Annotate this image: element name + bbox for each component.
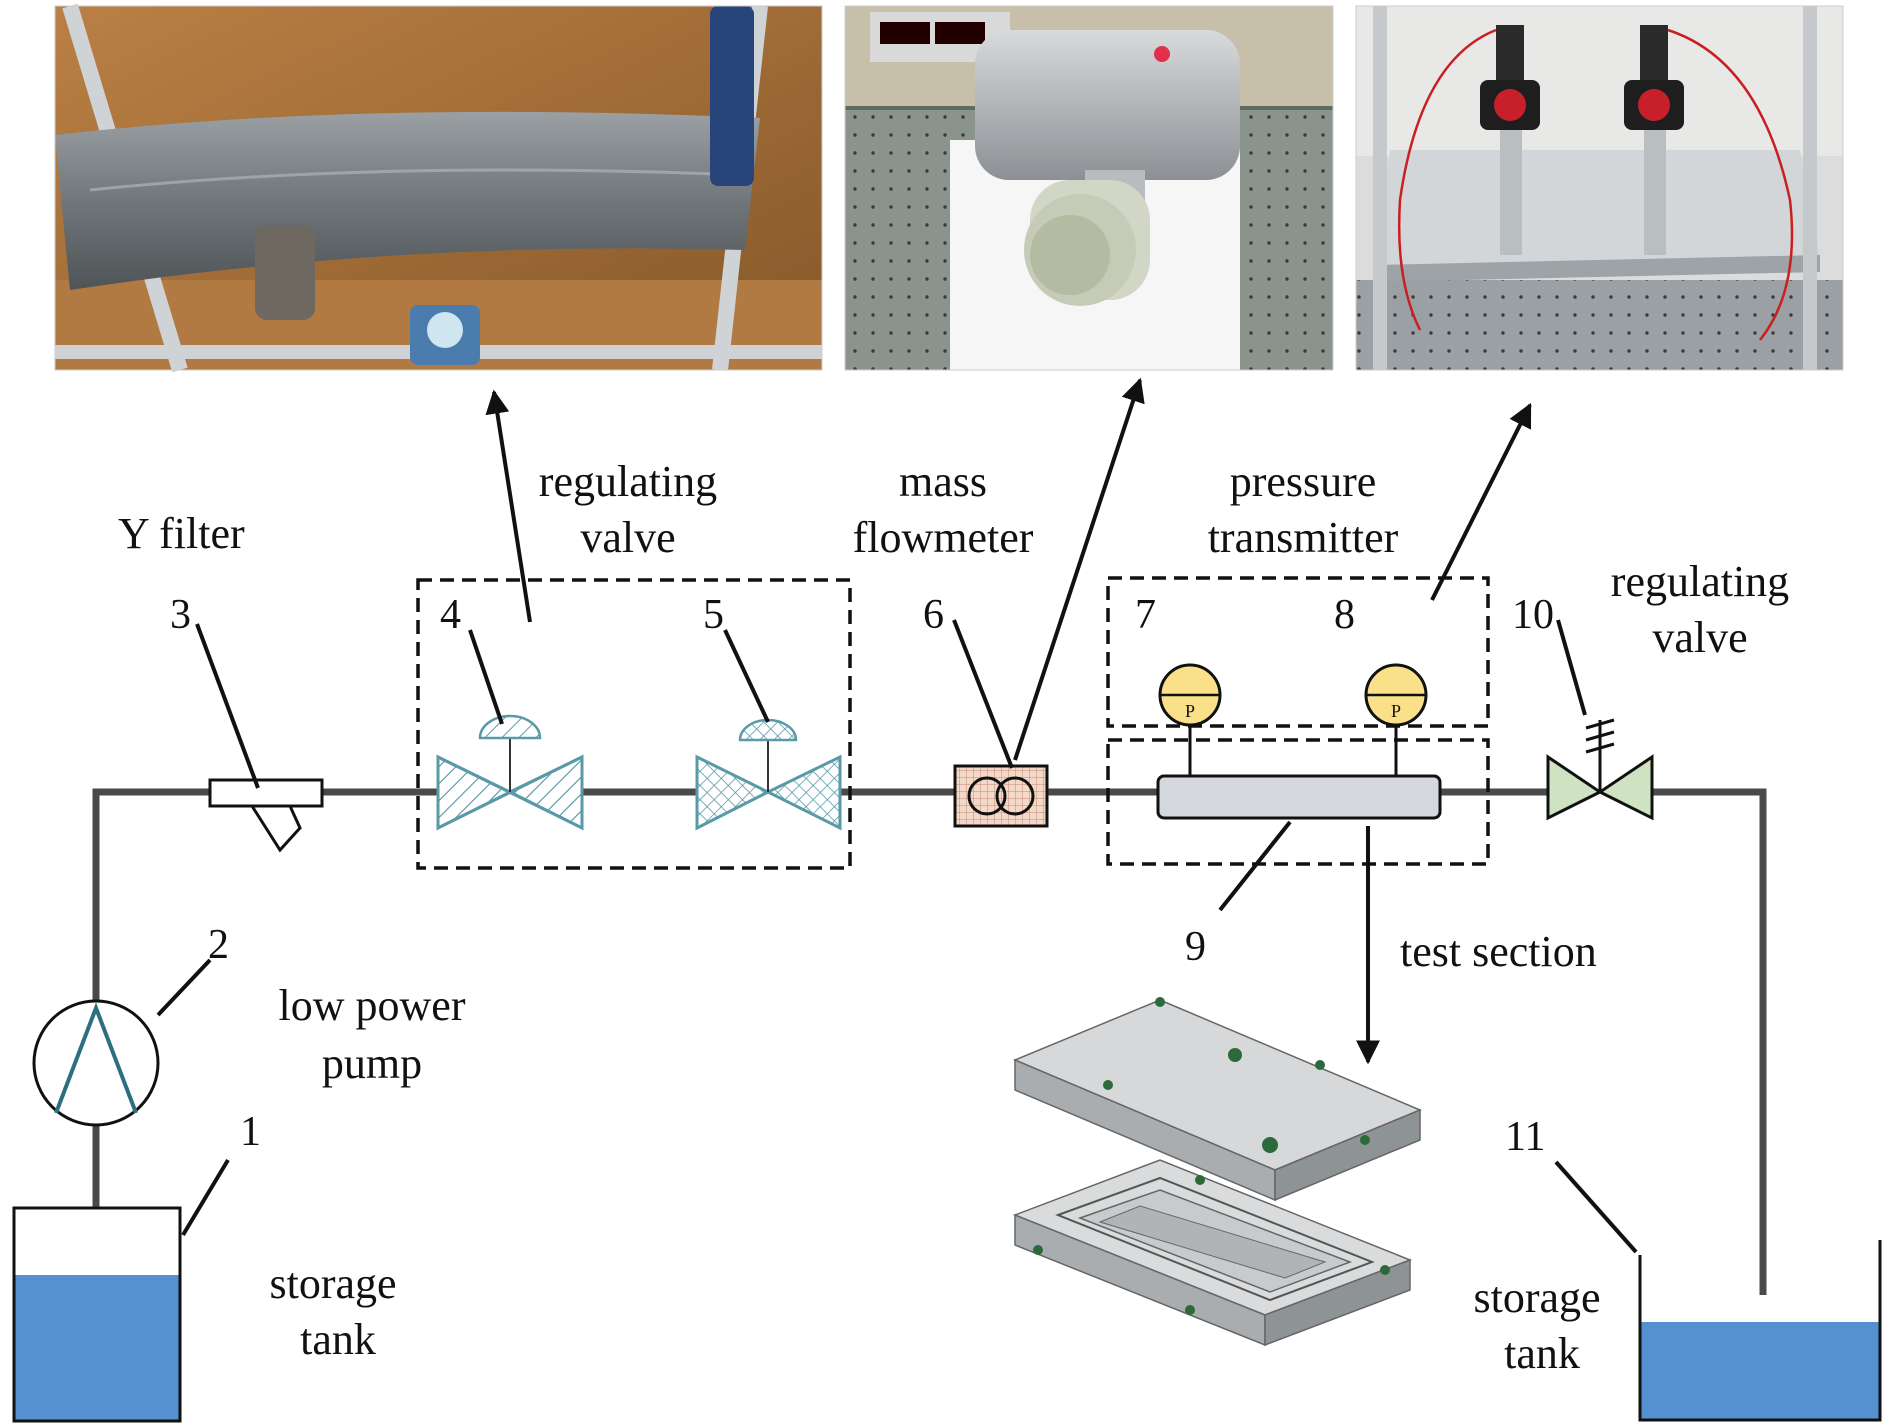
mass-flowmeter — [953, 764, 1049, 828]
leader-1 — [181, 1158, 230, 1237]
number-2: 2 — [208, 922, 229, 968]
label-pressure-transmitter-line2: transmitter — [1208, 513, 1399, 562]
number-11: 11 — [1505, 1114, 1545, 1160]
test-section — [1156, 774, 1442, 820]
test-section-3d-model — [1012, 997, 1422, 1347]
mass-flowmeter-photo — [845, 6, 1333, 370]
valves-group-box — [416, 578, 852, 870]
number-5: 5 — [703, 592, 724, 638]
arrow-to-flowmeter-photo — [1013, 377, 1145, 761]
low-power-pump — [32, 999, 160, 1127]
number-1: 1 — [240, 1109, 261, 1155]
leader-4 — [468, 629, 504, 725]
pipe-line — [92, 788, 1767, 1295]
test-section-group-box — [1106, 738, 1490, 866]
label-regulating-valve-top-line1: regulating — [539, 457, 717, 506]
storage-tank-right — [1638, 1240, 1882, 1422]
leader-5 — [723, 629, 770, 723]
number-9: 9 — [1185, 924, 1206, 970]
regulating-valve-5 — [695, 718, 842, 831]
number-10: 10 — [1512, 592, 1554, 638]
arrow-to-transmitter-photo — [1430, 402, 1532, 601]
label-regulating-valve-right-line1: regulating — [1611, 557, 1789, 606]
leader-6 — [952, 619, 1014, 769]
label-mass-flowmeter-line2: flowmeter — [853, 513, 1034, 562]
regulating-valve-4 — [436, 714, 584, 831]
number-8: 8 — [1334, 592, 1355, 638]
leader-10 — [1556, 619, 1587, 716]
component-numbers: 1 2 3 4 5 6 7 8 9 10 11 — [170, 592, 1554, 1160]
label-pressure-transmitter-line1: pressure — [1230, 457, 1377, 506]
label-storage-tank-right-line1: storage — [1473, 1273, 1600, 1322]
leader-9 — [1218, 820, 1292, 912]
storage-tank-left — [12, 1206, 182, 1423]
label-low-power-pump-line2: pump — [322, 1039, 422, 1088]
number-4: 4 — [440, 592, 461, 638]
label-storage-tank-left-line1: storage — [269, 1259, 396, 1308]
label-mass-flowmeter-line1: mass — [899, 457, 987, 506]
number-7: 7 — [1135, 592, 1156, 638]
pressure-symbol: P — [1391, 701, 1401, 721]
pressure-transmitter-group-box — [1106, 576, 1490, 728]
pipe-valve-photo — [55, 3, 822, 373]
leader-2 — [156, 958, 212, 1017]
y-filter — [208, 778, 324, 853]
number-3: 3 — [170, 592, 191, 638]
number-6: 6 — [923, 592, 944, 638]
label-regulating-valve-right-line2: valve — [1652, 613, 1747, 662]
label-low-power-pump-line1: low power — [279, 981, 466, 1030]
pressure-gauge-7: P — [1158, 663, 1222, 776]
regulating-valve-10 — [1546, 718, 1654, 821]
pressure-gauge-8: P — [1364, 663, 1428, 776]
label-y-filter: Y filter — [118, 509, 245, 558]
label-test-section: test section — [1400, 927, 1597, 976]
leader-3 — [195, 623, 260, 789]
label-storage-tank-left-line2: tank — [300, 1315, 376, 1364]
pressure-transmitters-photo — [1356, 6, 1843, 370]
arrow-to-valve-photo — [485, 389, 532, 623]
label-storage-tank-right-line2: tank — [1504, 1329, 1580, 1378]
pressure-symbol: P — [1185, 701, 1195, 721]
leader-11 — [1554, 1160, 1638, 1254]
label-regulating-valve-top-line2: valve — [580, 513, 675, 562]
